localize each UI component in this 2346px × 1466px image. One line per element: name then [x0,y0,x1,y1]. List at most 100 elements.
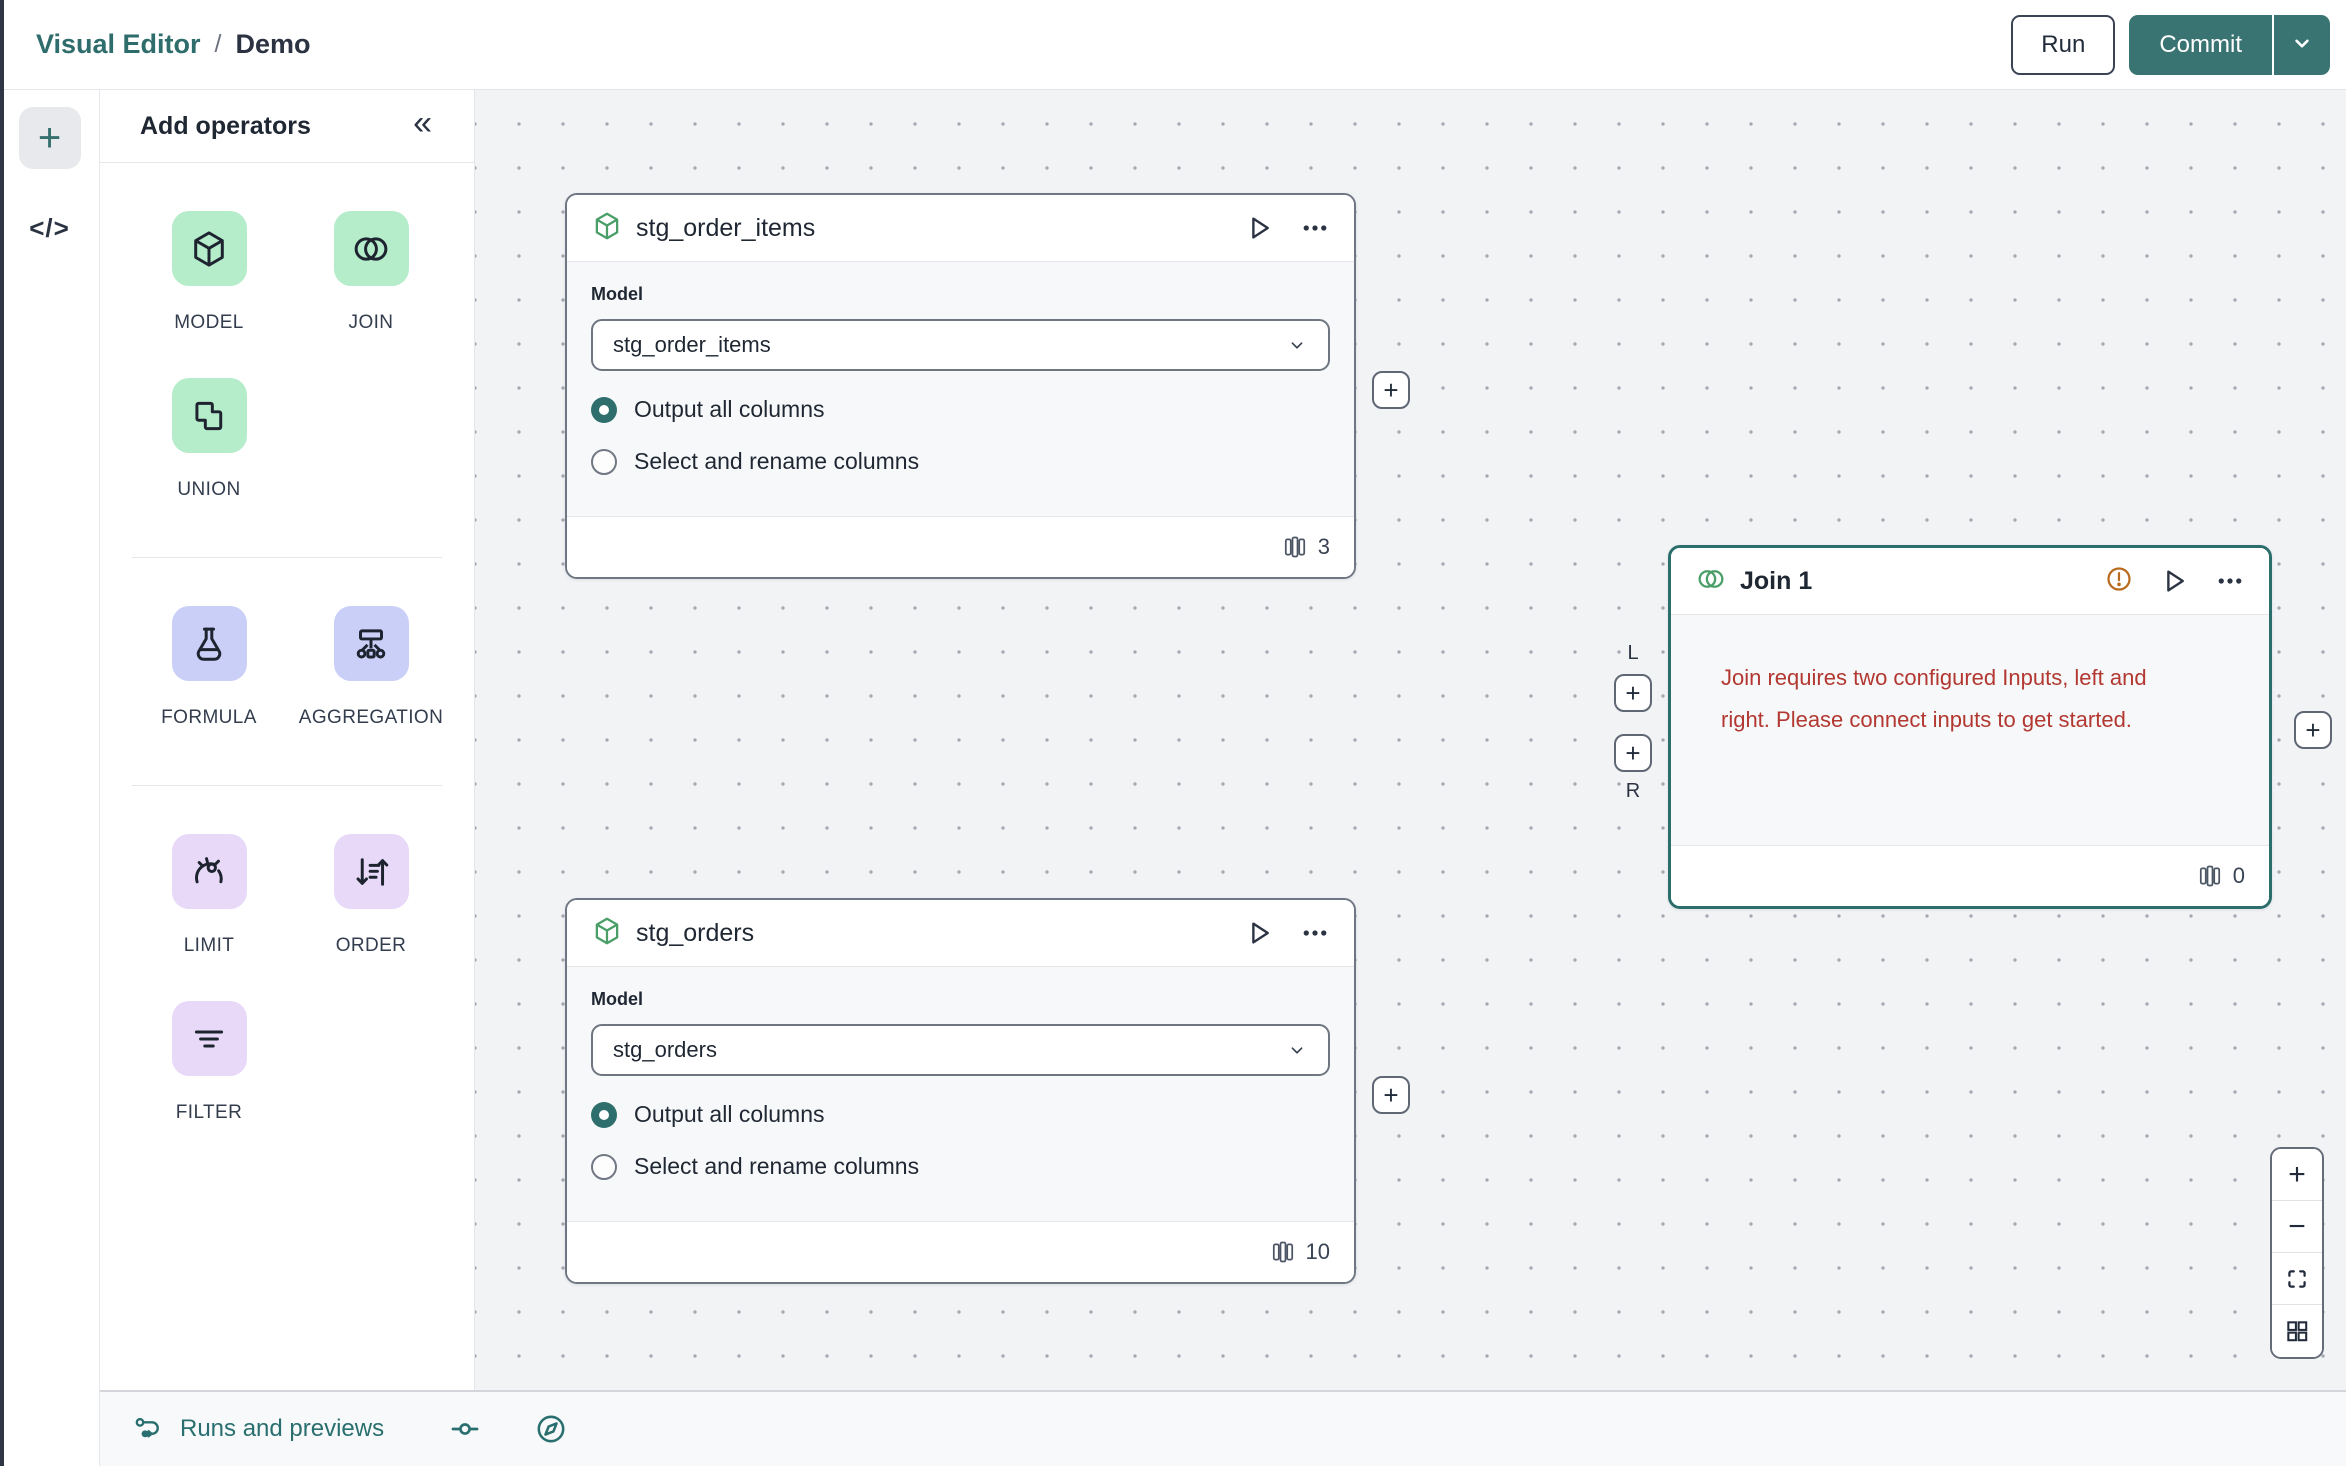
grid-icon [2287,1321,2308,1342]
operator-label: AGGREGATION [298,707,444,728]
add-operators-panel: Add operators « MODEL JOIN UNION [100,90,475,1390]
radio-output-all[interactable]: Output all columns [591,396,1330,423]
model-select[interactable]: stg_order_items [591,319,1330,371]
radio-selected-icon [591,1101,617,1128]
operator-label: FILTER [175,1102,243,1123]
commit-dropdown-button[interactable] [2272,14,2330,75]
operator-filter[interactable]: FILTER [128,1001,290,1124]
operator-label: MODEL [174,312,244,333]
model-field-label: Model [591,284,643,304]
port-add-stg-orders-output[interactable]: + [1372,1076,1410,1114]
node-footer: 10 [567,1222,1354,1282]
radio-unselected-icon [591,1153,617,1180]
left-rail: + </> [0,90,100,1466]
node-run-button[interactable] [2159,566,2189,596]
panel-header: Add operators « [100,90,474,163]
rail-code-view-button[interactable]: </> [29,213,70,243]
fullscreen-icon [2288,1269,2306,1288]
operator-order[interactable]: ORDER [290,834,452,957]
flow-canvas[interactable]: stg_order_items Model stg_order_items Ou… [475,90,2346,1390]
node-run-button[interactable] [1244,918,1274,948]
zoom-in-button[interactable]: + [2272,1149,2322,1201]
port-add-stg-order-items-output[interactable]: + [1372,371,1410,409]
operator-group-sources: MODEL JOIN UNION [100,163,474,551]
model-select-value: stg_orders [613,1037,717,1062]
formula-flask-icon [171,606,247,681]
radio-select-rename[interactable]: Select and rename columns [591,448,1330,475]
operator-label: UNION [177,479,241,500]
auto-layout-button[interactable] [2272,1305,2322,1357]
union-shape-icon [171,378,247,453]
node-footer: 3 [567,517,1354,577]
radio-output-all[interactable]: Output all columns [591,1101,1330,1128]
model-cube-icon [591,915,623,952]
port-join-right-input[interactable]: + [1614,734,1652,772]
panel-divider [132,785,442,786]
operator-formula[interactable]: FORMULA [128,606,290,729]
filter-lines-icon [171,1001,247,1076]
node-more-button[interactable] [2215,566,2245,596]
fit-view-button[interactable] [2272,1253,2322,1305]
columns-icon [1272,1241,1293,1263]
operator-group-filters: LIMIT ORDER FILTER [100,786,474,1174]
model-select[interactable]: stg_orders [591,1024,1330,1076]
runs-route-icon [135,1417,159,1438]
runs-and-previews-label: Runs and previews [180,1415,385,1442]
panel-divider [132,557,442,558]
node-body: Join requires two configured Inputs, lef… [1671,614,2269,846]
node-title: Join 1 [1740,566,1813,595]
operator-model[interactable]: MODEL [128,211,290,334]
compass-icon-button[interactable] [534,1412,568,1446]
breadcrumb-visual-editor[interactable]: Visual Editor [36,29,201,59]
order-sort-icon [333,834,409,909]
aggregation-tree-icon [333,606,409,681]
runs-and-previews-toggle[interactable]: Runs and previews [132,1413,384,1445]
commit-button[interactable]: Commit [2129,14,2272,75]
port-join-left-input[interactable]: + [1614,674,1652,712]
bottom-bar: Runs and previews [100,1390,2346,1466]
node-header: stg_orders [567,900,1354,966]
operator-join[interactable]: JOIN [290,211,452,334]
node-more-button[interactable] [1300,918,1330,948]
breadcrumb-separator: / [214,30,222,58]
join-venn-icon [333,211,409,286]
commit-split-button: Commit [2129,14,2330,75]
node-stg-order-items[interactable]: stg_order_items Model stg_order_items Ou… [565,193,1356,579]
zoom-out-button[interactable]: − [2272,1201,2322,1253]
column-count: 0 [2232,863,2245,888]
chevron-down-icon [1291,342,1303,349]
column-count: 3 [1317,534,1330,559]
node-run-button[interactable] [1244,213,1274,243]
node-footer: 0 [1671,846,2269,906]
breadcrumb: Visual Editor / Demo [36,29,311,60]
join-right-port-label: R [1625,780,1641,802]
operator-union[interactable]: UNION [128,378,290,501]
panel-collapse-button[interactable]: « [413,106,432,146]
columns-icon [2199,865,2220,887]
node-header: Join 1 [1671,548,2269,614]
node-stg-orders[interactable]: stg_orders Model stg_orders Output all c… [565,898,1356,1284]
node-body: Model stg_orders Output all columns Sele… [567,966,1354,1222]
node-actions [1244,213,1330,243]
radio-select-rename[interactable]: Select and rename columns [591,1153,1330,1180]
operator-label: FORMULA [161,707,257,728]
join-left-port-label: L [1627,642,1639,664]
panel-title: Add operators [140,111,311,140]
node-title: stg_orders [636,918,755,947]
canvas-zoom-controls: + − [2270,1147,2324,1359]
commit-node-icon [451,1423,479,1435]
topbar-actions: Run Commit [2011,14,2330,75]
rail-add-operators-button[interactable]: + [18,107,81,169]
breadcrumb-current: Demo [235,29,311,59]
node-join-1[interactable]: Join 1 Join requires two configured Inpu… [1668,545,2272,909]
commit-node-icon-button[interactable] [448,1412,482,1446]
port-add-join-output[interactable]: + [2294,711,2332,749]
operator-limit[interactable]: LIMIT [128,834,290,957]
operator-aggregation[interactable]: AGGREGATION [290,606,452,729]
node-more-button[interactable] [1300,213,1330,243]
radio-selected-icon [591,396,617,423]
node-actions [1244,918,1330,948]
node-body: Model stg_order_items Output all columns… [567,261,1354,517]
top-bar: Visual Editor / Demo Run Commit [0,0,2346,90]
run-button[interactable]: Run [2011,14,2116,75]
